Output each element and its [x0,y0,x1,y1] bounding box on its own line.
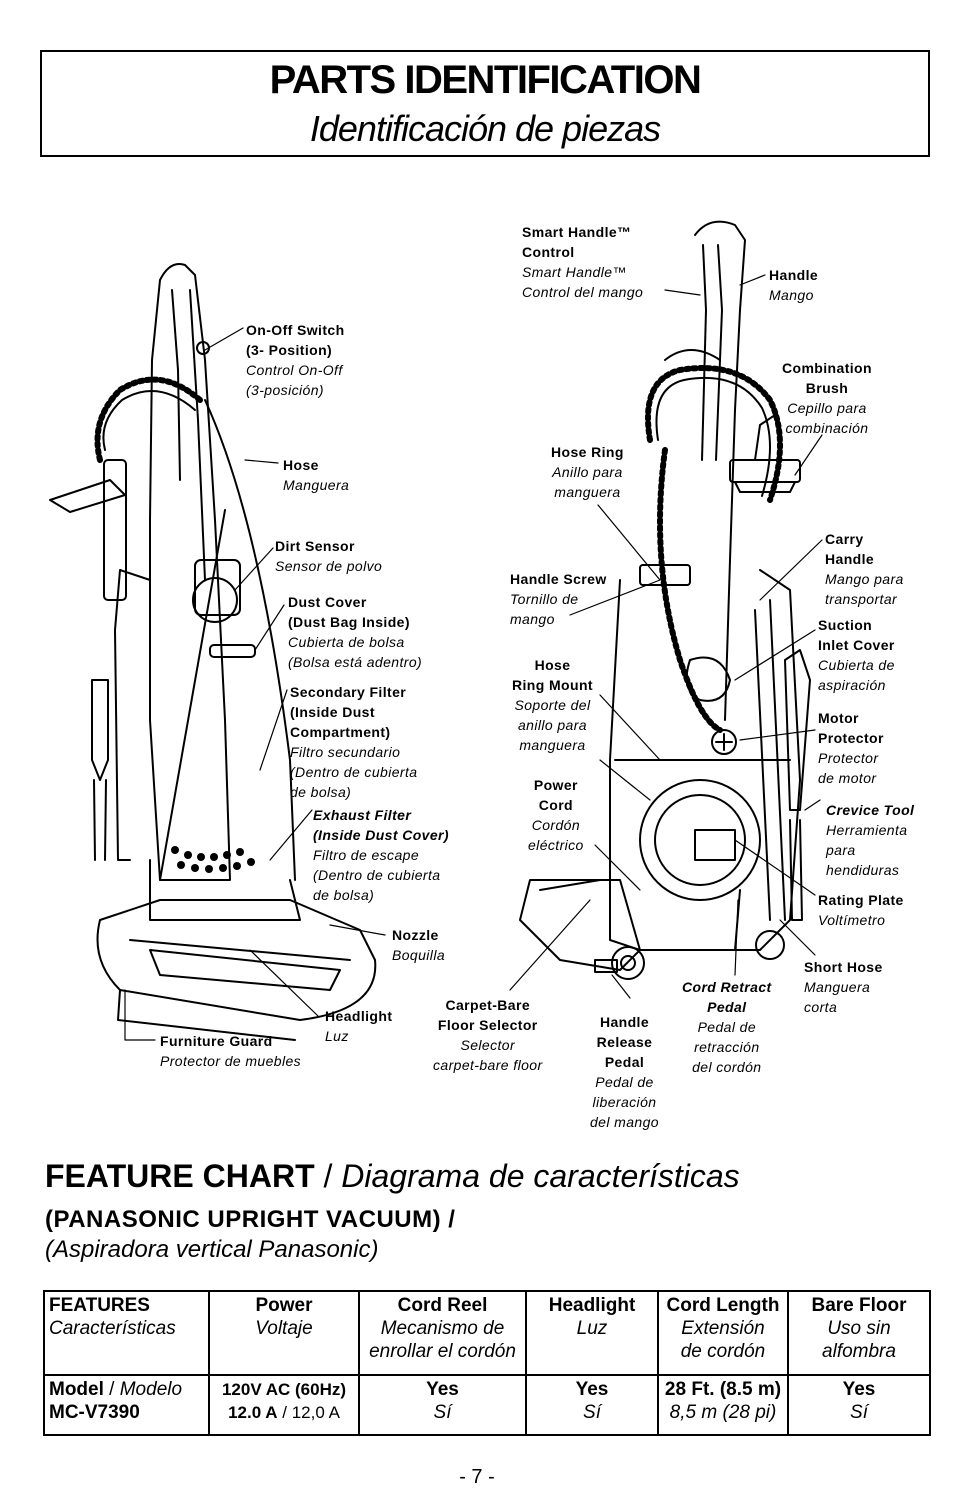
header-cord-reel: Cord Reel Mecanismo de enrollar el cordó… [358,1290,527,1376]
header-headlight: Headlight Luz [525,1290,659,1376]
vacuum-illustrations [49,220,823,1041]
rear-vacuum-drawing [519,220,811,980]
label-combination-brush: Combination Brush Cepillo para combinaci… [782,360,872,436]
label-dust-cover: Dust Cover (Dust Bag Inside) Cubierta de… [288,594,423,670]
label-handle-release-pedal: Handle Release Pedal Pedal de liberación… [590,1014,659,1130]
label-carry-handle: Carry Handle Mango para transportar [825,531,904,607]
label-handle-screw: Handle Screw Tornillo de mango [510,571,607,627]
label-cord-retract-pedal: Cord Retract Pedal Pedal de retracción d… [682,979,772,1075]
label-power-cord: Power Cord Cordón eléctrico [528,777,584,853]
cell-cord-reel: Yes Sí [358,1374,527,1436]
header-power: Power Voltaje [208,1290,360,1376]
label-dirt-sensor: Dirt Sensor Sensor de polvo [275,538,383,574]
front-vacuum-drawing [49,263,377,1041]
cell-power: 120V AC (60Hz) 12.0 A / 12,0 A [208,1374,360,1436]
label-rating-plate: Rating Plate Voltímetro [818,892,904,928]
left-leader-lines [124,327,386,1041]
cell-headlight: Yes Sí [525,1374,659,1436]
parts-diagram: On-Off Switch (3- Position) Control On-O… [0,160,954,1150]
label-crevice-tool: Crevice Tool Herramienta para hendiduras [826,802,915,878]
feature-chart-title: FEATURE CHART / Diagrama de característi… [45,1158,740,1194]
label-secondary-filter: Secondary Filter (Inside Dust Compartmen… [290,684,418,800]
label-on-off-switch: On-Off Switch (3- Position) Control On-O… [246,322,345,398]
table-header-row: FEATURES Características Power Voltaje C… [43,1290,931,1376]
header-bare-floor: Bare Floor Uso sin alfombra [787,1290,931,1376]
label-furniture-guard: Furniture Guard Protector de muebles [160,1033,302,1069]
label-headlight: Headlight Luz [325,1008,393,1044]
label-motor-protector: Motor Protector Protector de motor [818,710,884,786]
label-exhaust-filter: Exhaust Filter (Inside Dust Cover) Filtr… [313,807,449,903]
label-nozzle: Nozzle Boquilla [392,927,446,963]
label-hose-ring-mount: Hose Ring Mount Soporte del anillo para … [512,657,593,753]
page-number: - 7 - [459,1466,495,1488]
cell-model: Model / Modelo MC-V7390 [43,1374,210,1436]
label-smart-handle: Smart Handle™ Control Smart Handle™ Cont… [522,224,644,300]
label-suction-inlet-cover: Suction Inlet Cover Cubierta de aspiraci… [818,617,895,693]
cell-bare-floor: Yes Sí [787,1374,931,1436]
title-box: PARTS IDENTIFICATION Identificación de p… [40,50,930,157]
header-cord-length: Cord Length Extensión de cordón [657,1290,789,1376]
feature-chart-subtitle-en: (PANASONIC UPRIGHT VACUUM) / [45,1206,456,1233]
feature-chart-subtitle-es: (Aspiradora vertical Panasonic) [45,1236,379,1263]
table-row: Model / Modelo MC-V7390 120V AC (60Hz) 1… [43,1374,931,1436]
page-title: PARTS IDENTIFICATION [269,58,702,102]
page-subtitle: Identificación de piezas [309,108,661,149]
label-hose-ring: Hose Ring Anillo para manguera [551,444,624,500]
header-features: FEATURES Características [43,1290,210,1376]
label-handle: Handle Mango [769,267,819,303]
feature-chart-table: FEATURES Características Power Voltaje C… [43,1290,931,1436]
right-leader-lines [509,274,823,999]
label-short-hose: Short Hose Manguera corta [804,959,883,1015]
label-carpet-bare-selector: Carpet-Bare Floor Selector Selector carp… [433,997,543,1073]
cell-cord-length: 28 Ft. (8.5 m) 8,5 m (28 pi) [657,1374,789,1436]
label-hose-left: Hose Manguera [283,457,350,493]
